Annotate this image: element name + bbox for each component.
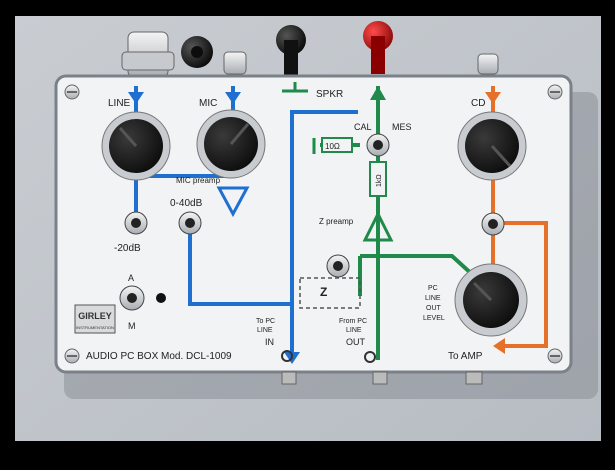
z-measure-box: [299, 277, 361, 309]
label-to-amp: To AMP: [448, 351, 483, 362]
label-to-pc-in: IN: [265, 337, 274, 347]
label-resistor-1k: 1kΩ: [376, 174, 383, 187]
mic-level-knob[interactable]: [196, 109, 266, 179]
bottom-jack-2: [372, 371, 388, 385]
label-from-pc-line: LINE: [346, 327, 362, 334]
label-switch-a: A: [128, 273, 134, 283]
label-mic-preamp: MIC preamp: [176, 176, 221, 185]
cd-switch[interactable]: [481, 212, 505, 236]
line-level-knob[interactable]: [101, 111, 171, 181]
small-jack-1: [223, 51, 247, 75]
arrow-cd-in: [485, 92, 501, 104]
bnc-connector: [121, 31, 175, 78]
screw-top-left: [64, 84, 80, 100]
cd-level-knob[interactable]: [457, 111, 527, 181]
bottom-jack-3: [465, 371, 483, 385]
logo-text-bottom: INSTRUMENTATION: [76, 325, 114, 330]
cal-mes-switch[interactable]: [366, 133, 390, 157]
label-z-preamp: Z preamp: [319, 217, 354, 226]
pc-line-out-jack: [364, 351, 376, 363]
label-mic: MIC: [199, 98, 217, 109]
label-pc-line-out-3: OUT: [426, 305, 442, 312]
mic-preamp-triangle: [216, 186, 250, 218]
black-binding-post: [276, 25, 306, 75]
screw-top-right: [547, 84, 563, 100]
label-z: Z: [320, 285, 327, 299]
label-to-pc: To PC: [256, 318, 275, 325]
label-line: LINE: [108, 98, 131, 109]
indicator-led: [156, 293, 166, 303]
line-20db-switch[interactable]: [124, 211, 148, 235]
label-resistor-10: 10Ω: [325, 142, 340, 151]
label-from-pc-out: OUT: [346, 337, 366, 347]
logo-text-top: GIRLEY: [78, 311, 112, 321]
front-panel: [54, 74, 573, 374]
arrow-spkr: [370, 86, 386, 100]
pc-line-in-jack: [281, 350, 293, 362]
red-binding-post: [363, 21, 393, 74]
screw-bottom-right: [547, 348, 563, 364]
mic-preamp-switch[interactable]: [178, 211, 202, 235]
label-from-pc: From PC: [339, 318, 367, 325]
screw-bottom-left: [64, 348, 80, 364]
label-to-pc-line: LINE: [257, 327, 273, 334]
resistor-1k-ohm: [369, 161, 387, 197]
label-spkr: SPKR: [316, 89, 343, 100]
label-minus-20db: -20dB: [114, 243, 141, 254]
arrow-to-amp: [493, 338, 505, 354]
label-pc-line-out-2: LINE: [425, 295, 441, 302]
resistor-10-ohm: [312, 137, 353, 154]
bottom-jack-1: [281, 371, 297, 385]
label-pc-line-out-4: LEVEL: [423, 315, 445, 322]
label-pc-line-out-1: PC: [428, 285, 438, 292]
arrow-line-in: [128, 92, 144, 104]
label-mes: MES: [392, 122, 412, 132]
a-m-switch[interactable]: [119, 285, 145, 311]
label-mic-gain: 0-40dB: [170, 198, 203, 209]
z-switch[interactable]: [326, 254, 350, 278]
small-jack-2: [477, 53, 499, 75]
black-jack-1: [181, 36, 213, 68]
label-switch-m: M: [128, 321, 136, 331]
spkr-ground-symbol: [282, 82, 308, 93]
z-preamp-triangle: [362, 210, 394, 242]
label-cal: CAL: [354, 122, 372, 132]
logo: GIRLEY INSTRUMENTATION: [74, 304, 116, 334]
label-cd: CD: [471, 98, 485, 109]
panel-title: AUDIO PC BOX Mod. DCL-1009: [86, 351, 232, 362]
pc-line-out-level-knob[interactable]: [454, 263, 528, 337]
arrow-mic-in: [225, 92, 241, 104]
